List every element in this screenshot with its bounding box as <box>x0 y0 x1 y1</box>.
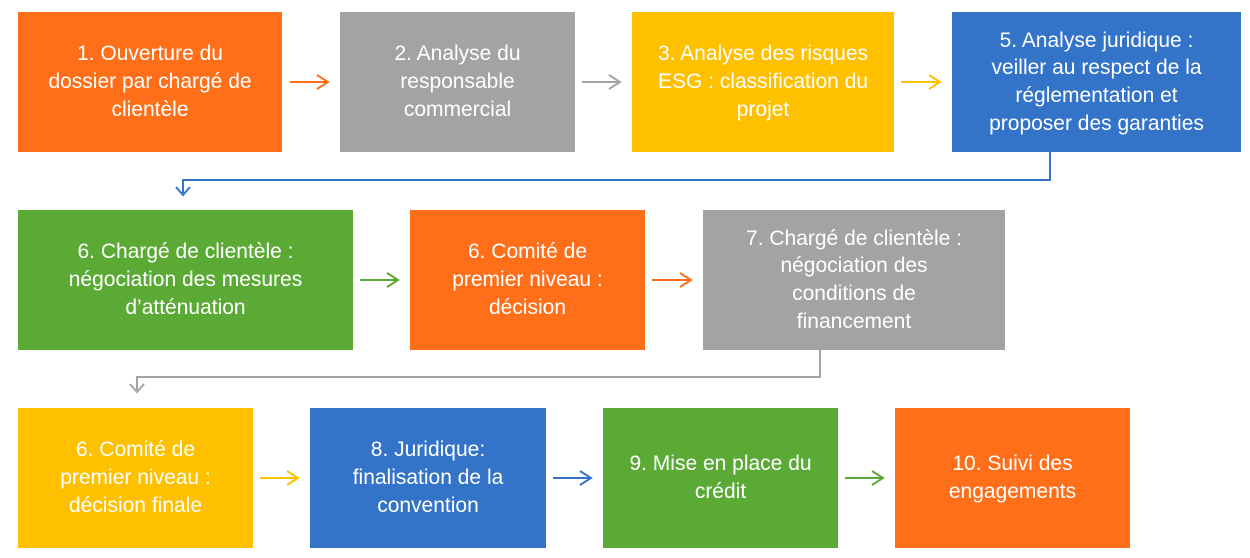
arrow-comite-to-step7 <box>652 272 693 288</box>
arrow-step1-to-step2 <box>290 74 330 90</box>
step-2-analyse-responsable: 2. Analyse du responsable commercial <box>340 12 575 152</box>
arrow-comite-final-to-step8 <box>260 470 300 486</box>
step-6-comite-decision: 6. Comité de premier niveau : décision <box>410 210 645 350</box>
arrow-step9-to-step10 <box>845 470 885 486</box>
elbow-arrow-step7-to-comite-final <box>129 350 821 394</box>
step-8-juridique-finalisation: 8. Juridique: finalisation de la convent… <box>310 408 546 548</box>
arrow-step2-to-step3 <box>582 74 622 90</box>
step-9-mise-en-place-credit: 9. Mise en place du crédit <box>603 408 838 548</box>
elbow-arrow-step5-to-step6 <box>175 152 1051 197</box>
step-3-analyse-risques-esg: 3. Analyse des risques ESG : classificat… <box>632 12 894 152</box>
step-10-suivi-engagements: 10. Suivi des engagements <box>895 408 1130 548</box>
arrow-step3-to-step5 <box>901 74 942 90</box>
arrow-step8-to-step9 <box>553 470 593 486</box>
step-1-ouverture-dossier: 1. Ouverture du dossier par chargé de cl… <box>18 12 282 152</box>
step-7-negociation-conditions: 7. Chargé de clientèle : négociation des… <box>703 210 1005 350</box>
step-6-comite-decision-finale: 6. Comité de premier niveau : décision f… <box>18 408 253 548</box>
step-5-analyse-juridique: 5. Analyse juridique : veiller au respec… <box>952 12 1241 152</box>
arrow-step6-to-comite <box>360 272 400 288</box>
step-6-negociation-mesures: 6. Chargé de clientèle : négociation des… <box>18 210 353 350</box>
